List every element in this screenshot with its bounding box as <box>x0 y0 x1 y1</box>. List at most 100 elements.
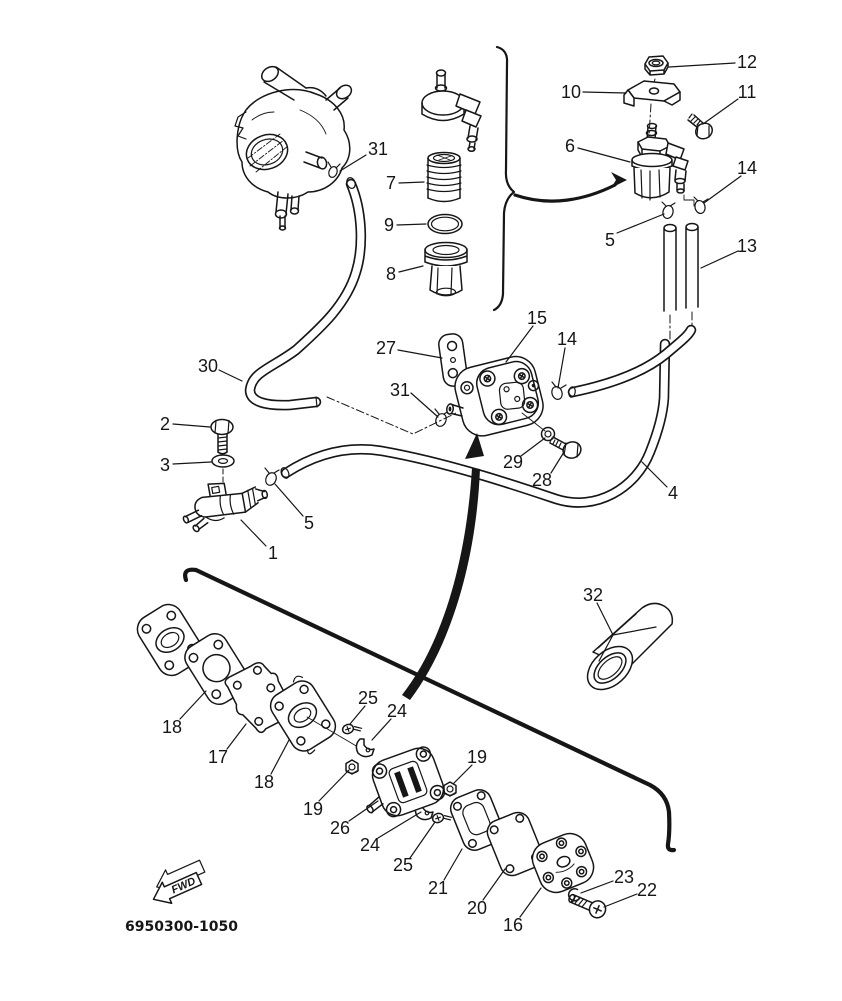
callout-5: 5 <box>605 230 615 250</box>
callout-30: 30 <box>198 356 218 376</box>
leader-line-31 <box>410 392 439 418</box>
leader-line-2 <box>172 423 211 428</box>
callout-19: 19 <box>467 747 487 767</box>
callout-14: 14 <box>737 158 757 178</box>
fuel-filter-6 <box>631 122 695 207</box>
callout-1: 1 <box>268 543 278 563</box>
nut-12 <box>644 55 669 88</box>
valve-24-first <box>355 738 375 758</box>
leader-line-24 <box>371 718 392 741</box>
bolt-28 <box>549 436 582 459</box>
bolt-11 <box>687 113 713 140</box>
gasket-18-second <box>269 675 337 755</box>
fwd-label: FWD <box>170 875 198 896</box>
callout-24: 24 <box>360 835 380 855</box>
clip-31-top <box>327 161 341 178</box>
fuel-cock-drawing <box>421 69 482 152</box>
bracket-10 <box>623 80 681 137</box>
leader-line-27 <box>397 349 443 359</box>
callout-29: 29 <box>503 452 523 472</box>
callout-7: 7 <box>386 173 396 193</box>
leader-line-12 <box>668 62 736 68</box>
callout-12: 12 <box>737 52 757 72</box>
leader-line-29 <box>520 437 546 457</box>
callout-14: 14 <box>557 329 577 349</box>
leader-line-19 <box>318 769 350 802</box>
screw-25-second <box>431 812 453 824</box>
callout-5: 5 <box>304 513 314 533</box>
leader-line-28 <box>550 451 565 474</box>
leader-line-16 <box>519 887 542 918</box>
leader-line-4 <box>641 461 668 488</box>
leader-line-10 <box>582 91 627 94</box>
leader-line-30 <box>218 369 243 382</box>
screw-25-first <box>341 723 363 735</box>
filter-cup-8 <box>424 241 468 297</box>
callout-11: 11 <box>738 82 757 102</box>
callout-10: 10 <box>561 82 581 102</box>
hose-4 <box>280 338 671 508</box>
callout-23: 23 <box>614 867 634 887</box>
clip-5-left <box>264 467 280 486</box>
fuel-joint-1 <box>182 482 269 533</box>
leader-line-13 <box>700 250 739 269</box>
leader-line-31 <box>339 154 367 172</box>
group-boundary-line <box>183 567 677 853</box>
bolt-2 <box>210 418 234 455</box>
leader-line-14 <box>557 347 566 389</box>
leader-line-32 <box>598 634 614 662</box>
callout-31: 31 <box>390 380 410 400</box>
leader-line-23 <box>580 880 614 894</box>
leader-line-24 <box>377 811 422 839</box>
nut-19-second <box>443 781 457 797</box>
leader-line-21 <box>443 848 463 881</box>
fwd-arrow: FWD <box>152 859 206 905</box>
intake-duct-32 <box>586 602 674 691</box>
callout-22: 22 <box>637 880 657 900</box>
clip-14-top <box>693 196 709 215</box>
leader-line-6 <box>577 147 631 163</box>
callout-4: 4 <box>668 483 678 503</box>
hose-to-filter <box>567 324 697 398</box>
leader-line-15 <box>505 325 534 363</box>
leader-line-5 <box>616 213 665 234</box>
leader-line-5 <box>274 483 304 517</box>
leader-line-32 <box>612 626 657 636</box>
callout-9: 9 <box>384 215 394 235</box>
screw-22 <box>568 893 607 919</box>
fuel-pump-15 <box>446 355 546 437</box>
callout-24: 24 <box>387 701 407 721</box>
leader-line-18 <box>270 739 290 775</box>
leader-line-18 <box>179 690 207 720</box>
leader-line-26 <box>348 800 379 822</box>
arrow-to-filter <box>513 172 627 203</box>
curved-arrow-to-pump <box>402 433 484 700</box>
callout-28: 28 <box>532 470 552 490</box>
callout-17: 17 <box>208 747 228 767</box>
diaphragm-20 <box>486 811 544 877</box>
leader-line-22 <box>603 893 638 908</box>
leader-line-25 <box>409 821 436 859</box>
leader-line-25 <box>349 705 366 725</box>
leader-line-1 <box>240 519 267 547</box>
clip-14-mid <box>551 381 567 400</box>
leader-line-7 <box>398 181 425 184</box>
callout-27: 27 <box>376 338 396 358</box>
callout-2: 2 <box>160 414 170 434</box>
diagram-artwork: FWD <box>136 45 713 919</box>
leader-line-19 <box>452 764 473 785</box>
group-brace <box>492 45 516 312</box>
callout-31: 31 <box>368 139 388 159</box>
tubes-13 <box>663 222 699 341</box>
o-ring-9 <box>427 213 463 235</box>
washer-29 <box>540 426 556 442</box>
callout-18: 18 <box>162 717 182 737</box>
callout-8: 8 <box>386 264 396 284</box>
callout-32: 32 <box>583 585 603 605</box>
filter-element-7 <box>426 151 462 203</box>
callout-3: 3 <box>160 455 170 475</box>
callout-26: 26 <box>330 818 350 838</box>
pump-cover-16 <box>531 832 595 894</box>
